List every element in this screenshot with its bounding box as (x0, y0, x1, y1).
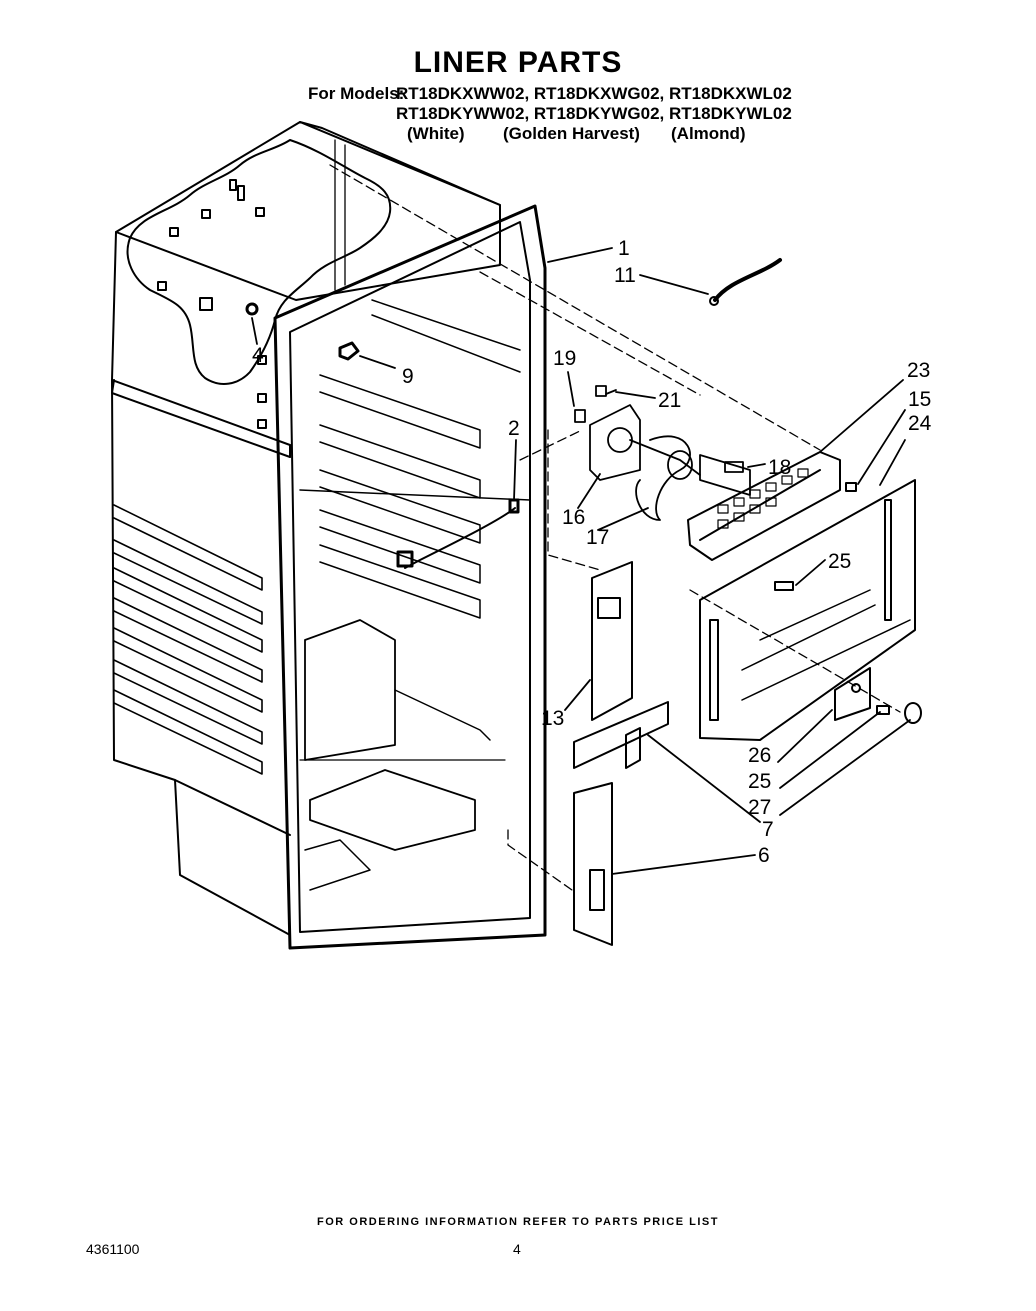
callout-leaders (251, 247, 911, 875)
assembly-guide-lines (329, 164, 901, 891)
color-golden-harvest: (Golden Harvest) (503, 124, 640, 143)
callout-25-lower: 25 (748, 770, 771, 793)
callout-2: 2 (508, 417, 520, 440)
back-panel (699, 479, 922, 741)
callout-13: 13 (541, 707, 564, 730)
ordering-note: FOR ORDERING INFORMATION REFER TO PARTS … (317, 1216, 719, 1228)
callout-26: 26 (748, 744, 771, 767)
callout-6: 6 (758, 844, 770, 867)
callout-25-upper: 25 (828, 550, 851, 573)
liner-frame (245, 204, 547, 950)
callout-24: 24 (908, 412, 932, 435)
duct-parts (573, 561, 669, 946)
callout-1: 1 (618, 237, 630, 260)
callout-9: 9 (402, 365, 414, 388)
color-white: (White) (407, 124, 465, 143)
callout-17: 17 (586, 526, 609, 549)
page-title: LINER PARTS (413, 46, 623, 79)
callout-27: 27 (748, 796, 771, 819)
callout-18: 18 (768, 456, 791, 479)
callout-19: 19 (553, 347, 576, 370)
callout-labels: 1 11 4 9 19 21 23 15 24 2 18 16 17 25 13… (252, 237, 932, 867)
wire-part-11 (713, 258, 782, 302)
callout-11: 11 (614, 264, 636, 287)
callout-15: 15 (908, 388, 931, 411)
callout-23: 23 (907, 359, 930, 382)
cabinet-shell (111, 121, 501, 936)
callout-4: 4 (252, 344, 264, 367)
model-numbers-row-2: RT18DKYWW02, RT18DKYWG02, RT18DKYWL02 (396, 104, 792, 123)
document-number: 4361100 (86, 1241, 140, 1257)
models-label: For Models: (308, 84, 405, 103)
callout-21: 21 (658, 389, 681, 412)
model-numbers-row-1: RT18DKXWW02, RT18DKXWG02, RT18DKXWL02 (396, 84, 792, 103)
page-number: 4 (513, 1241, 521, 1257)
color-almond: (Almond) (671, 124, 746, 143)
callout-16: 16 (562, 506, 585, 529)
callout-7: 7 (762, 818, 774, 841)
